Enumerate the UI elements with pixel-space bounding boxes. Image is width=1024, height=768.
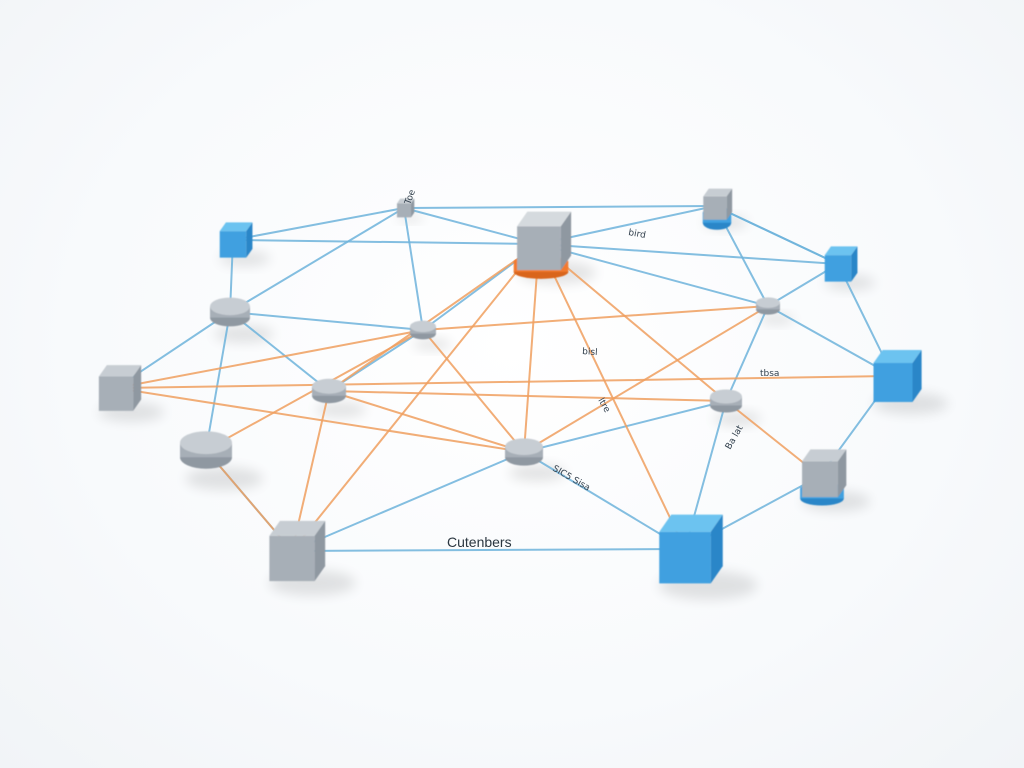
node-n13-gray-disk: [710, 389, 742, 413]
edge-label-5: Ba lat: [724, 423, 746, 451]
edge-n14-n12: [767, 305, 894, 377]
edge-n3-n9: [328, 243, 540, 392]
edge-n3-n5: [538, 243, 839, 265]
edge-n6-n10: [205, 311, 231, 451]
edge-n1-n3: [232, 239, 540, 245]
node-n17-blue-cube: [659, 514, 723, 584]
edge-n6-n7: [229, 311, 424, 331]
edge-n6-n9: [229, 311, 330, 392]
node-n14-gray-disk: [756, 297, 780, 315]
node-n3-gray-cube-orange-base: [513, 211, 572, 279]
node-n9-gray-disk: [312, 378, 346, 404]
edge-label-2: tbsa: [760, 369, 779, 379]
edge-n3-n13: [538, 243, 727, 402]
nodes: [98, 188, 922, 584]
edge-n9-n13: [328, 390, 727, 402]
edge-label-7: Toe: [403, 188, 418, 207]
edge-n14-n11: [523, 305, 769, 453]
edge-n2-n4: [403, 205, 716, 209]
edge-n8-n11: [115, 387, 525, 453]
node-n12-blue-cube: [873, 350, 922, 402]
edge-label-1: bisl: [582, 347, 598, 358]
node-n2-gray-cube: [396, 198, 415, 218]
edge-n7-n11: [422, 329, 525, 453]
edge-n3-n17: [538, 243, 686, 550]
node-n10-gray-disk: [180, 431, 232, 469]
edge-n8-n7: [115, 329, 424, 389]
node-n6-gray-disk: [210, 297, 250, 327]
node-n15-gray-cube-blue-base: [800, 449, 847, 506]
edge-n2-n3: [403, 207, 540, 245]
edge-n1-n2: [232, 207, 405, 241]
edge-n11-n17: [523, 451, 686, 550]
edge-n4-n5: [714, 205, 839, 265]
edge-n11-n13: [523, 400, 727, 453]
edge-n7-n14: [422, 305, 769, 331]
edge-label-3: ltre: [595, 397, 611, 415]
edge-n16-n11: [291, 451, 525, 552]
node-n7-gray-disk: [410, 320, 436, 340]
edge-n2-n6: [229, 207, 405, 313]
edge-n3-n16: [291, 243, 540, 552]
node-n11-gray-disk: [505, 438, 543, 466]
edge-n2-n7: [403, 207, 424, 331]
edge-n16-n17: [291, 548, 686, 552]
edge-n9-n11: [328, 390, 525, 453]
edge-n8-n12: [115, 375, 894, 389]
node-n16-gray-cube: [269, 520, 326, 582]
node-n4-gray-cube-blue-base: [702, 188, 733, 230]
node-n5-blue-cube: [824, 246, 858, 282]
edge-label-4: bird: [627, 228, 646, 241]
node-n8-gray-cube: [98, 365, 142, 411]
edge-n3-n14: [538, 243, 769, 307]
node-n1-blue-cube: [219, 222, 253, 258]
main-label: Cutenbers: [447, 534, 512, 550]
edge-n14-n13: [725, 305, 769, 402]
